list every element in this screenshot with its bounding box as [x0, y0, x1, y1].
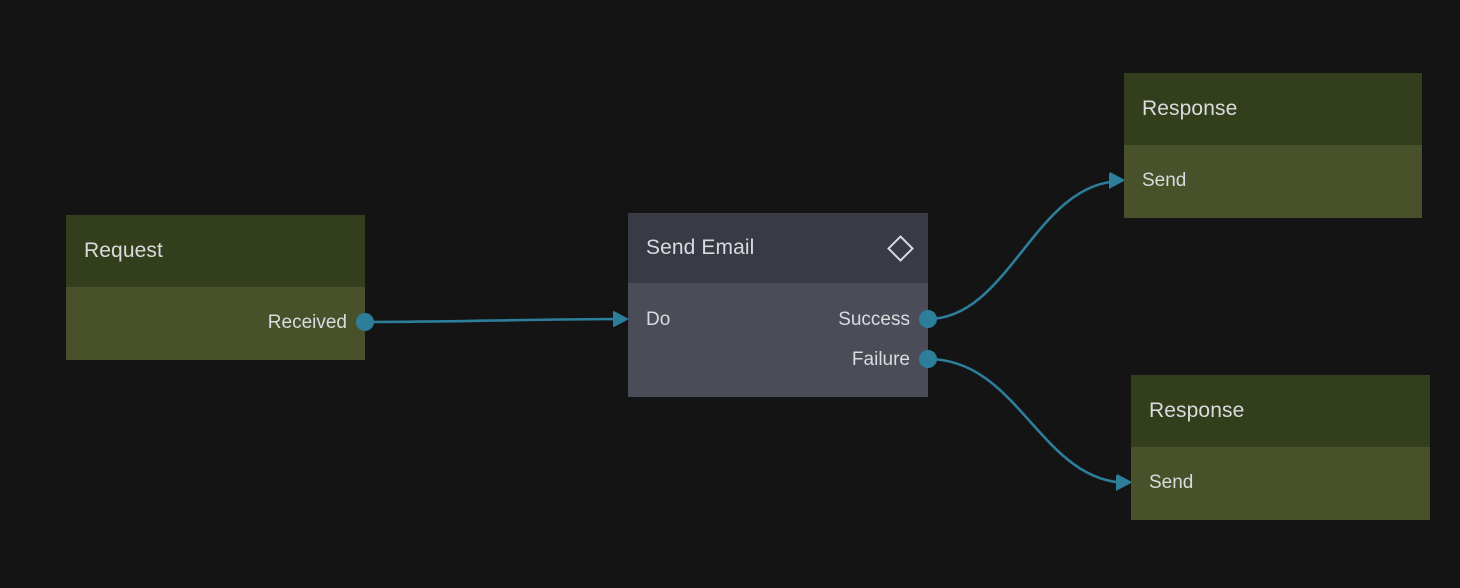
- node-header-send-email[interactable]: Send Email: [628, 213, 928, 283]
- edge-failure-to-send[interactable]: [927, 357, 1130, 485]
- node-header-request[interactable]: Request: [66, 215, 365, 287]
- output-port-dot[interactable]: [356, 313, 374, 331]
- output-port-failure[interactable]: Failure: [851, 346, 937, 372]
- port-label: Success: [838, 308, 910, 330]
- port-label: Send: [1149, 471, 1194, 493]
- port-label: Send: [1142, 169, 1187, 191]
- node-body-response-success: Send: [1110, 145, 1422, 218]
- edge-success-to-send[interactable]: [927, 179, 1123, 321]
- input-arrow-icon: [1117, 474, 1132, 490]
- output-port-dot[interactable]: [919, 310, 937, 328]
- output-port-received[interactable]: Received: [267, 309, 374, 335]
- output-port-success[interactable]: Success: [838, 306, 937, 332]
- node-title: Response: [1142, 97, 1238, 120]
- input-port-send[interactable]: Send: [1117, 469, 1194, 495]
- node-header-response-success[interactable]: Response: [1124, 73, 1422, 145]
- node-body-request: Received: [66, 287, 374, 360]
- node-header-response-failure[interactable]: Response: [1131, 375, 1430, 447]
- input-port-send[interactable]: Send: [1110, 167, 1187, 193]
- edge-received-to-do[interactable]: [364, 317, 627, 324]
- node-title: Request: [84, 239, 163, 262]
- port-label: Failure: [851, 348, 910, 370]
- node-title: Send Email: [646, 236, 755, 259]
- node-body-response-failure: Send: [1117, 447, 1430, 520]
- input-port-do[interactable]: Do: [614, 306, 671, 332]
- port-label: Do: [646, 308, 671, 330]
- port-label: Received: [267, 311, 347, 333]
- output-port-dot[interactable]: [919, 350, 937, 368]
- input-arrow-icon: [614, 311, 629, 327]
- node-title: Response: [1149, 399, 1245, 422]
- diamond-icon[interactable]: [887, 234, 914, 262]
- input-arrow-icon: [1110, 172, 1125, 188]
